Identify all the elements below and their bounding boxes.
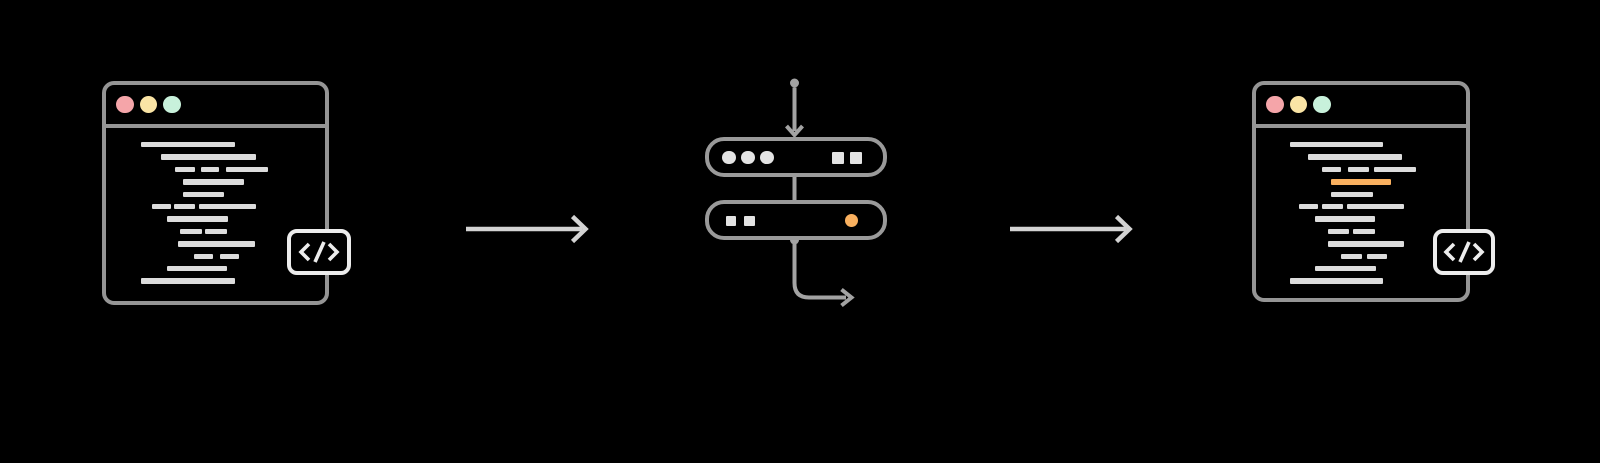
code-icon — [287, 229, 351, 275]
window-titlebar — [106, 85, 325, 128]
traffic-light-yellow — [1289, 95, 1307, 114]
pill-square — [744, 216, 755, 226]
pill-circle — [741, 150, 755, 165]
traffic-light-red — [116, 95, 134, 114]
inlet-start-dot — [790, 78, 799, 88]
code-lines — [106, 142, 325, 291]
pill-square — [850, 152, 862, 164]
pill-square — [726, 216, 736, 226]
pipeline-node-input — [705, 137, 887, 177]
arrow-pipeline-to-output — [1010, 214, 1133, 244]
pipeline-inlet-arrow — [785, 78, 804, 139]
arrow-source-to-pipeline — [466, 214, 589, 244]
pill-square — [832, 152, 844, 164]
traffic-light-green — [163, 95, 181, 114]
pipeline-node-output — [705, 200, 887, 240]
code-lines — [1256, 142, 1466, 291]
pill-circle — [722, 150, 736, 165]
accent-orange-dot — [844, 213, 858, 227]
code-glyph — [298, 241, 340, 263]
code-icon — [1433, 229, 1495, 275]
code-glyph — [1443, 241, 1485, 263]
source-code-window — [102, 81, 329, 305]
window-titlebar — [1256, 85, 1466, 128]
traffic-light-yellow — [139, 95, 157, 114]
pill-circle — [760, 150, 774, 165]
traffic-light-red — [1266, 95, 1284, 114]
traffic-light-green — [1313, 95, 1331, 114]
pipeline-outlet-arrow — [790, 235, 855, 308]
